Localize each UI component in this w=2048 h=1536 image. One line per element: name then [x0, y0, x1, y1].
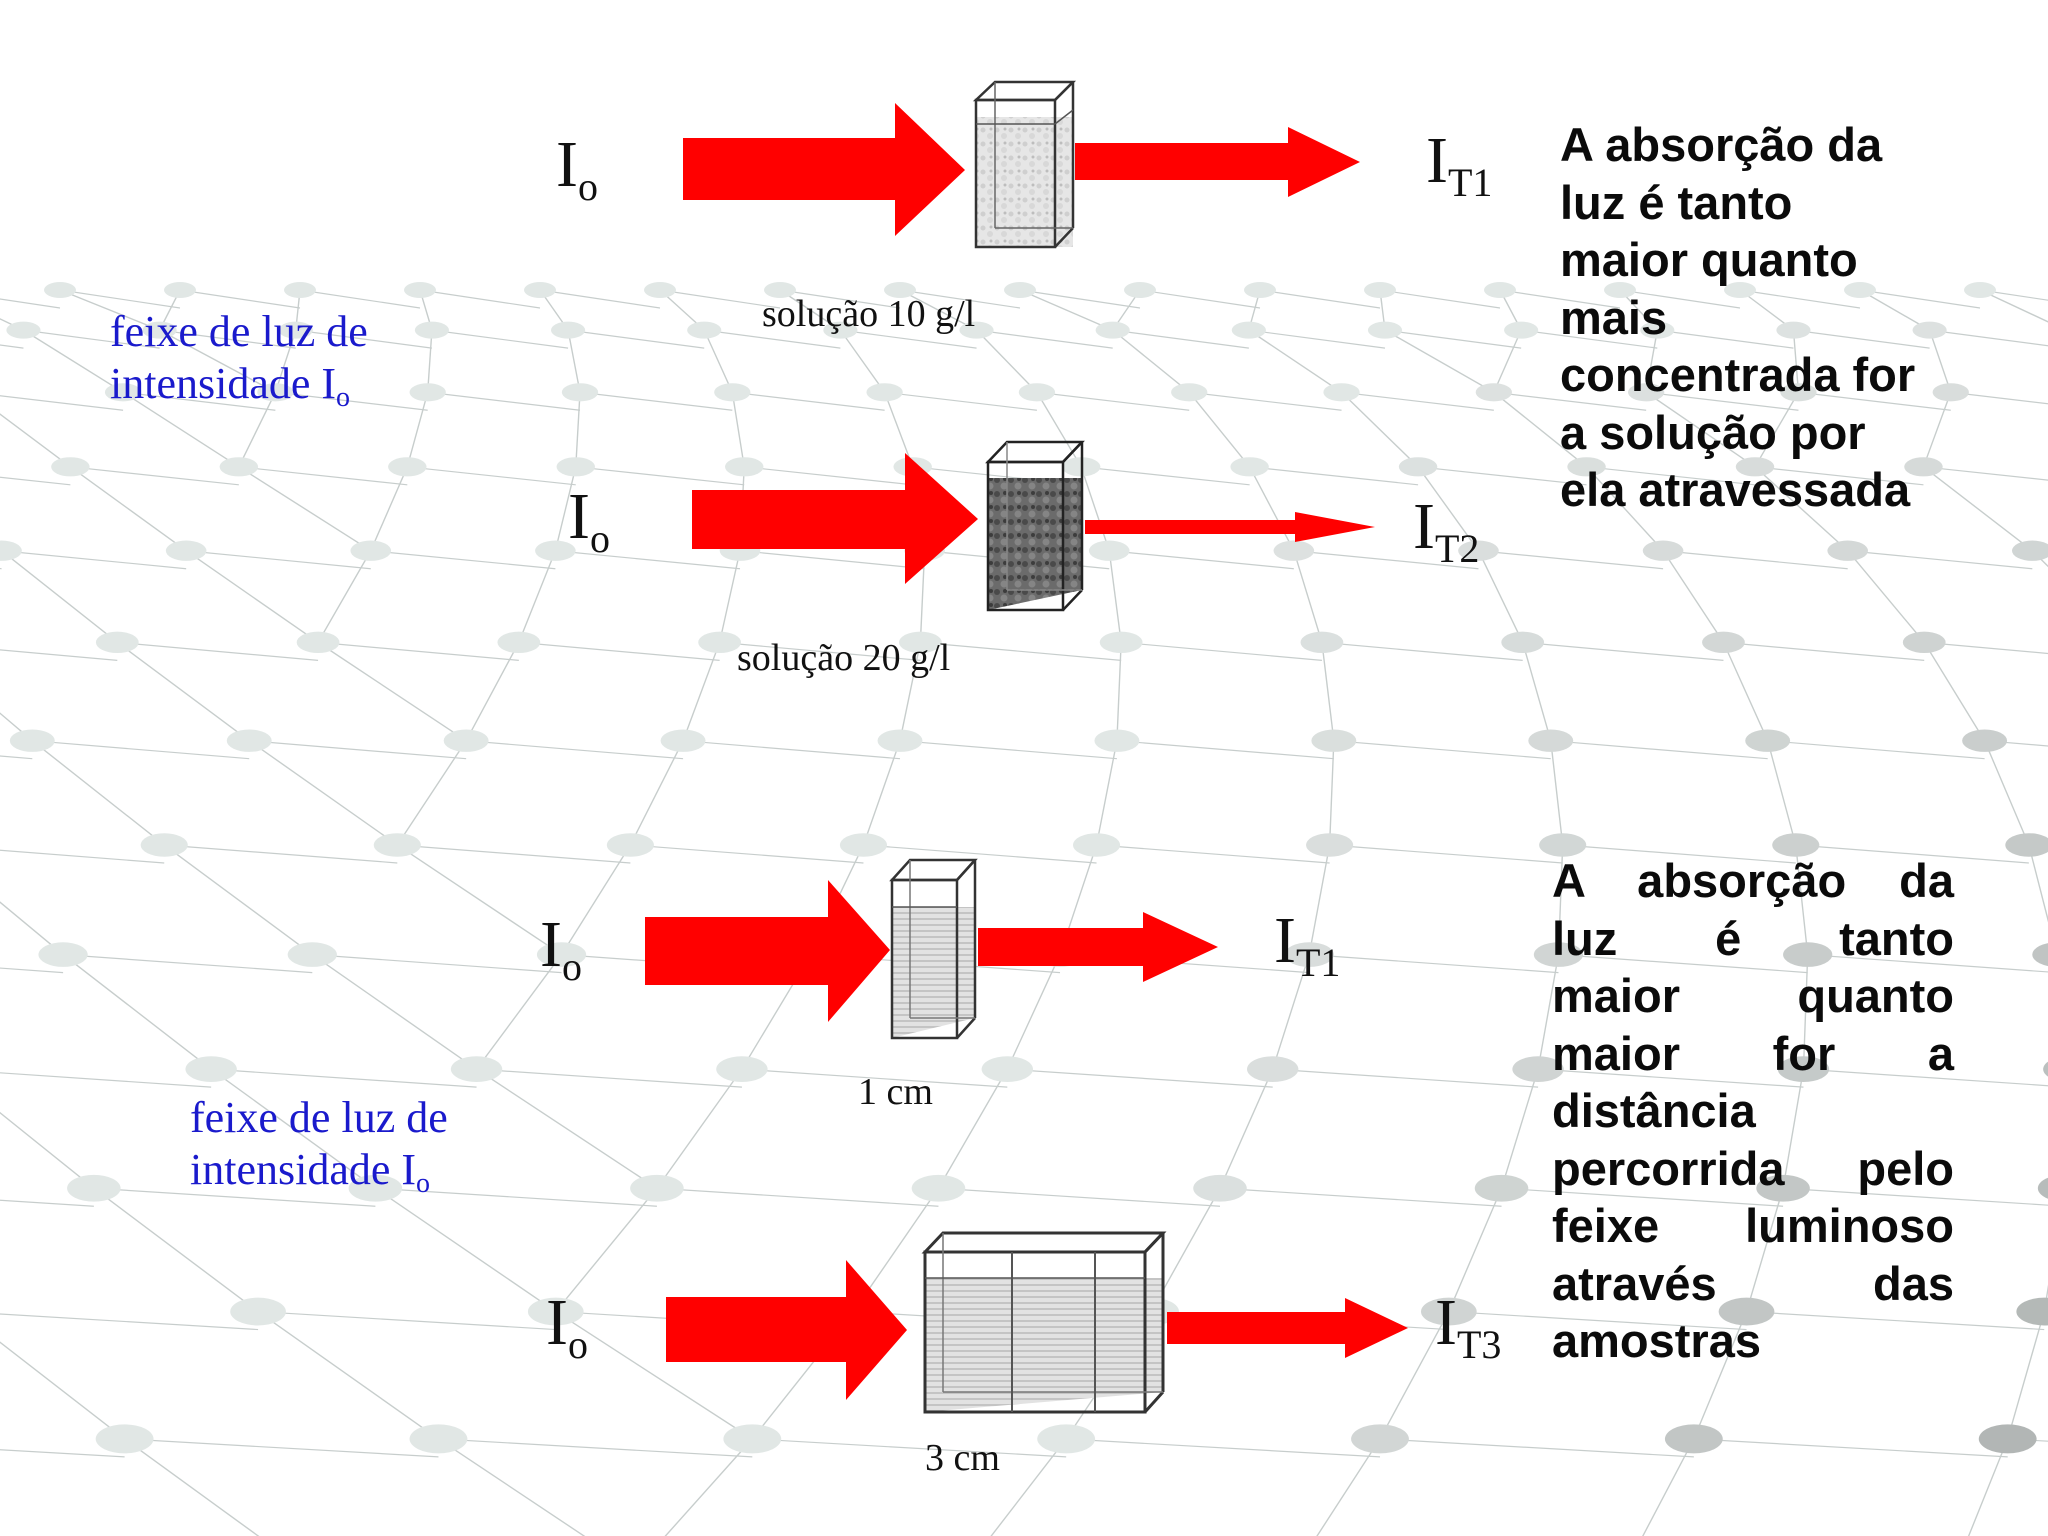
transmitted-beam-arrow — [1167, 1298, 1408, 1358]
transmitted-intensity-label: IT2 — [1413, 490, 1480, 571]
transmitted-intensity-label: IT3 — [1435, 1286, 1502, 1367]
transmitted-beam-arrow — [1075, 127, 1360, 197]
beam-description-label: feixe de luz de intensidade Io — [190, 1093, 448, 1199]
concentration-explanation-text: A absorção da luz é tanto maior quanto m… — [1560, 118, 1916, 516]
cuvette-3cm — [921, 1231, 1167, 1414]
transmitted-beam-arrow — [978, 912, 1218, 982]
transmitted-intensity-label: IT1 — [1426, 124, 1493, 205]
transmitted-intensity-label: IT1 — [1274, 904, 1341, 985]
solution-concentration-caption: solução 10 g/l — [762, 293, 976, 335]
incident-intensity-label: Io — [556, 128, 598, 209]
cuvette-10gl — [972, 80, 1077, 249]
cuvette-20gl — [985, 440, 1085, 612]
cuvette-1cm — [889, 858, 978, 1040]
beam-description-label: feixe de luz de intensidade Io — [110, 307, 368, 413]
incident-beam-arrow — [666, 1260, 907, 1400]
incident-beam-arrow — [692, 453, 978, 584]
incident-beam-arrow — [683, 103, 965, 236]
path-length-caption: 3 cm — [925, 1437, 1000, 1479]
incident-intensity-label: Io — [568, 480, 610, 561]
incident-intensity-label: Io — [546, 1286, 588, 1367]
path-length-caption: 1 cm — [858, 1071, 933, 1113]
transmitted-beam-arrow — [1085, 512, 1375, 542]
path-length-explanation-text: A absorção da luz é tanto maior quanto m… — [1552, 854, 1954, 1367]
incident-beam-arrow — [645, 880, 890, 1022]
solution-concentration-caption: solução 20 g/l — [737, 637, 951, 679]
incident-intensity-label: Io — [540, 908, 582, 989]
